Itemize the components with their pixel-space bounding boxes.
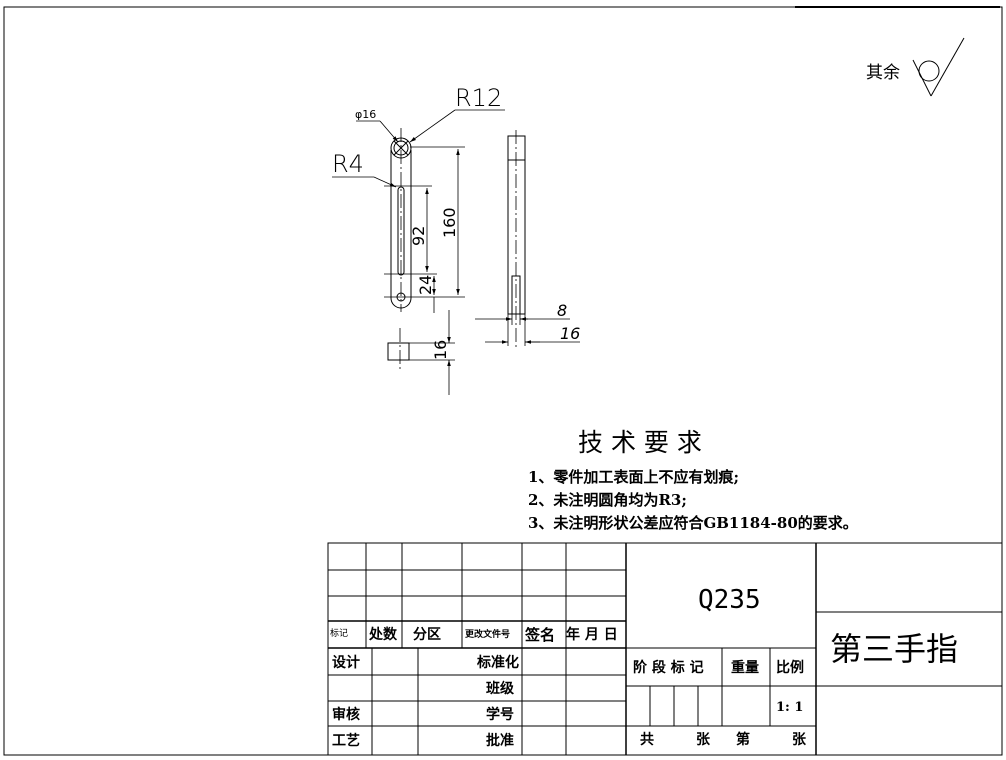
dim-phi16: φ16 xyxy=(355,108,376,121)
tech-req-item-3: 3、未注明形状公差应符合GB1184-80的要求。 xyxy=(528,514,858,532)
tb-weight: 重量 xyxy=(731,659,759,676)
tb-part-name: 第三手指 xyxy=(830,630,958,668)
dim-r12: R12 xyxy=(455,84,502,112)
slot-top-arc xyxy=(397,186,405,191)
tb-zone: 分区 xyxy=(413,627,441,643)
tb-stage-mark: 阶 段 标 记 xyxy=(633,659,704,676)
tb-sheet-prefix: 第 xyxy=(736,731,750,748)
dim-8: 8 xyxy=(557,301,567,320)
dim-24: 24 xyxy=(416,275,435,295)
tb-sheets-word-2: 张 xyxy=(792,732,807,748)
dim-92: 92 xyxy=(409,226,428,246)
tb-student-no: 学号 xyxy=(486,706,514,723)
tb-count: 处数 xyxy=(368,626,398,643)
tb-mark: 标记 xyxy=(330,627,348,639)
dim-16-side: 16 xyxy=(560,324,580,343)
tech-req-item-2: 2、未注明圆角均为R3; xyxy=(528,491,687,509)
hole-cross xyxy=(393,140,409,156)
dim-16-bottom: 16 xyxy=(431,340,450,360)
bottom-dimensions xyxy=(409,310,455,395)
tb-scale-label: 比例 xyxy=(776,659,804,676)
slot-bottom-arc xyxy=(397,271,405,276)
tb-doc-no: 更改文件号 xyxy=(465,628,510,640)
tb-review: 审核 xyxy=(332,706,360,723)
tb-approve: 批准 xyxy=(486,732,514,749)
tech-req-item-1: 1、零件加工表面上不应有划痕; xyxy=(528,468,739,486)
bottom-view xyxy=(387,328,410,372)
tb-date: 年 月 日 xyxy=(566,626,618,643)
tb-sheets-word-1: 张 xyxy=(696,732,711,748)
surface-finish-icon xyxy=(912,37,965,97)
bottom-section xyxy=(387,342,410,361)
dim-160: 160 xyxy=(440,207,459,238)
tb-material: Q235 xyxy=(698,585,761,615)
tb-scale-value: 1: 1 xyxy=(776,700,803,715)
tb-sign: 签名 xyxy=(524,626,555,644)
front-dimensions xyxy=(332,109,505,313)
side-dimensions xyxy=(475,314,580,346)
tech-req-title: 技 术 要 求 xyxy=(578,428,702,457)
dim-r4: R4 xyxy=(332,150,364,178)
tb-class: 班级 xyxy=(486,680,515,697)
tb-total-prefix: 共 xyxy=(640,731,654,748)
tb-process: 工艺 xyxy=(332,732,360,749)
tb-standardize: 标准化 xyxy=(476,654,519,671)
side-view xyxy=(507,130,526,350)
side-body xyxy=(507,135,526,315)
surface-finish-label: 其余 xyxy=(866,63,900,83)
front-view xyxy=(390,128,412,312)
tb-design: 设计 xyxy=(332,654,360,671)
title-block xyxy=(327,542,1003,756)
